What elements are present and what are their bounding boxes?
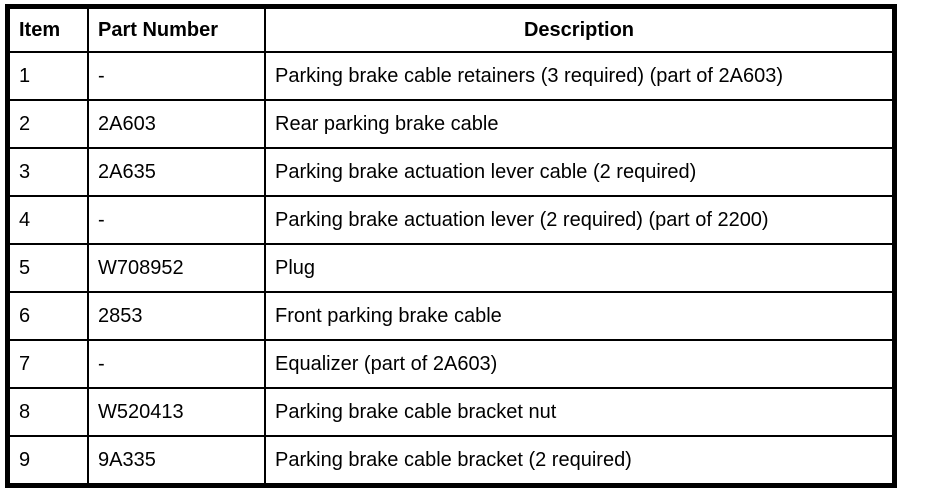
cell-item: 8 — [6, 387, 89, 437]
cell-part-number: - — [87, 339, 266, 389]
table-row: 1 - Parking brake cable retainers (3 req… — [6, 51, 896, 101]
cell-item: 7 — [6, 339, 89, 389]
cell-description: Rear parking brake cable — [264, 99, 896, 149]
table-row: 6 2853 Front parking brake cable — [6, 291, 896, 341]
cell-item: 2 — [6, 99, 89, 149]
cell-description: Equalizer (part of 2A603) — [264, 339, 896, 389]
cell-item: 3 — [6, 147, 89, 197]
cell-item: 9 — [6, 435, 89, 487]
table-row: 5 W708952 Plug — [6, 243, 896, 293]
cell-part-number: - — [87, 195, 266, 245]
cell-item: 6 — [6, 291, 89, 341]
column-header-item: Item — [6, 5, 89, 53]
table-row: 9 9A335 Parking brake cable bracket (2 r… — [6, 435, 896, 487]
cell-item: 1 — [6, 51, 89, 101]
column-header-description: Description — [264, 5, 896, 53]
cell-part-number: W708952 — [87, 243, 266, 293]
cell-part-number: - — [87, 51, 266, 101]
cell-description: Parking brake actuation lever (2 require… — [264, 195, 896, 245]
cell-part-number: 9A335 — [87, 435, 266, 487]
table-header-row: Item Part Number Description — [6, 5, 896, 53]
cell-item: 5 — [6, 243, 89, 293]
cell-description: Parking brake cable retainers (3 require… — [264, 51, 896, 101]
cell-part-number: 2853 — [87, 291, 266, 341]
table-row: 2 2A603 Rear parking brake cable — [6, 99, 896, 149]
cell-part-number: W520413 — [87, 387, 266, 437]
column-header-part-number: Part Number — [87, 5, 266, 53]
parts-table: Item Part Number Description 1 - Parking… — [5, 4, 897, 488]
table-row: 4 - Parking brake actuation lever (2 req… — [6, 195, 896, 245]
cell-description: Parking brake cable bracket nut — [264, 387, 896, 437]
table-row: 8 W520413 Parking brake cable bracket nu… — [6, 387, 896, 437]
cell-item: 4 — [6, 195, 89, 245]
cell-part-number: 2A635 — [87, 147, 266, 197]
cell-description: Front parking brake cable — [264, 291, 896, 341]
cell-description: Parking brake cable bracket (2 required) — [264, 435, 896, 487]
cell-description: Parking brake actuation lever cable (2 r… — [264, 147, 896, 197]
table-row: 7 - Equalizer (part of 2A603) — [6, 339, 896, 389]
cell-description: Plug — [264, 243, 896, 293]
cell-part-number: 2A603 — [87, 99, 266, 149]
table-row: 3 2A635 Parking brake actuation lever ca… — [6, 147, 896, 197]
